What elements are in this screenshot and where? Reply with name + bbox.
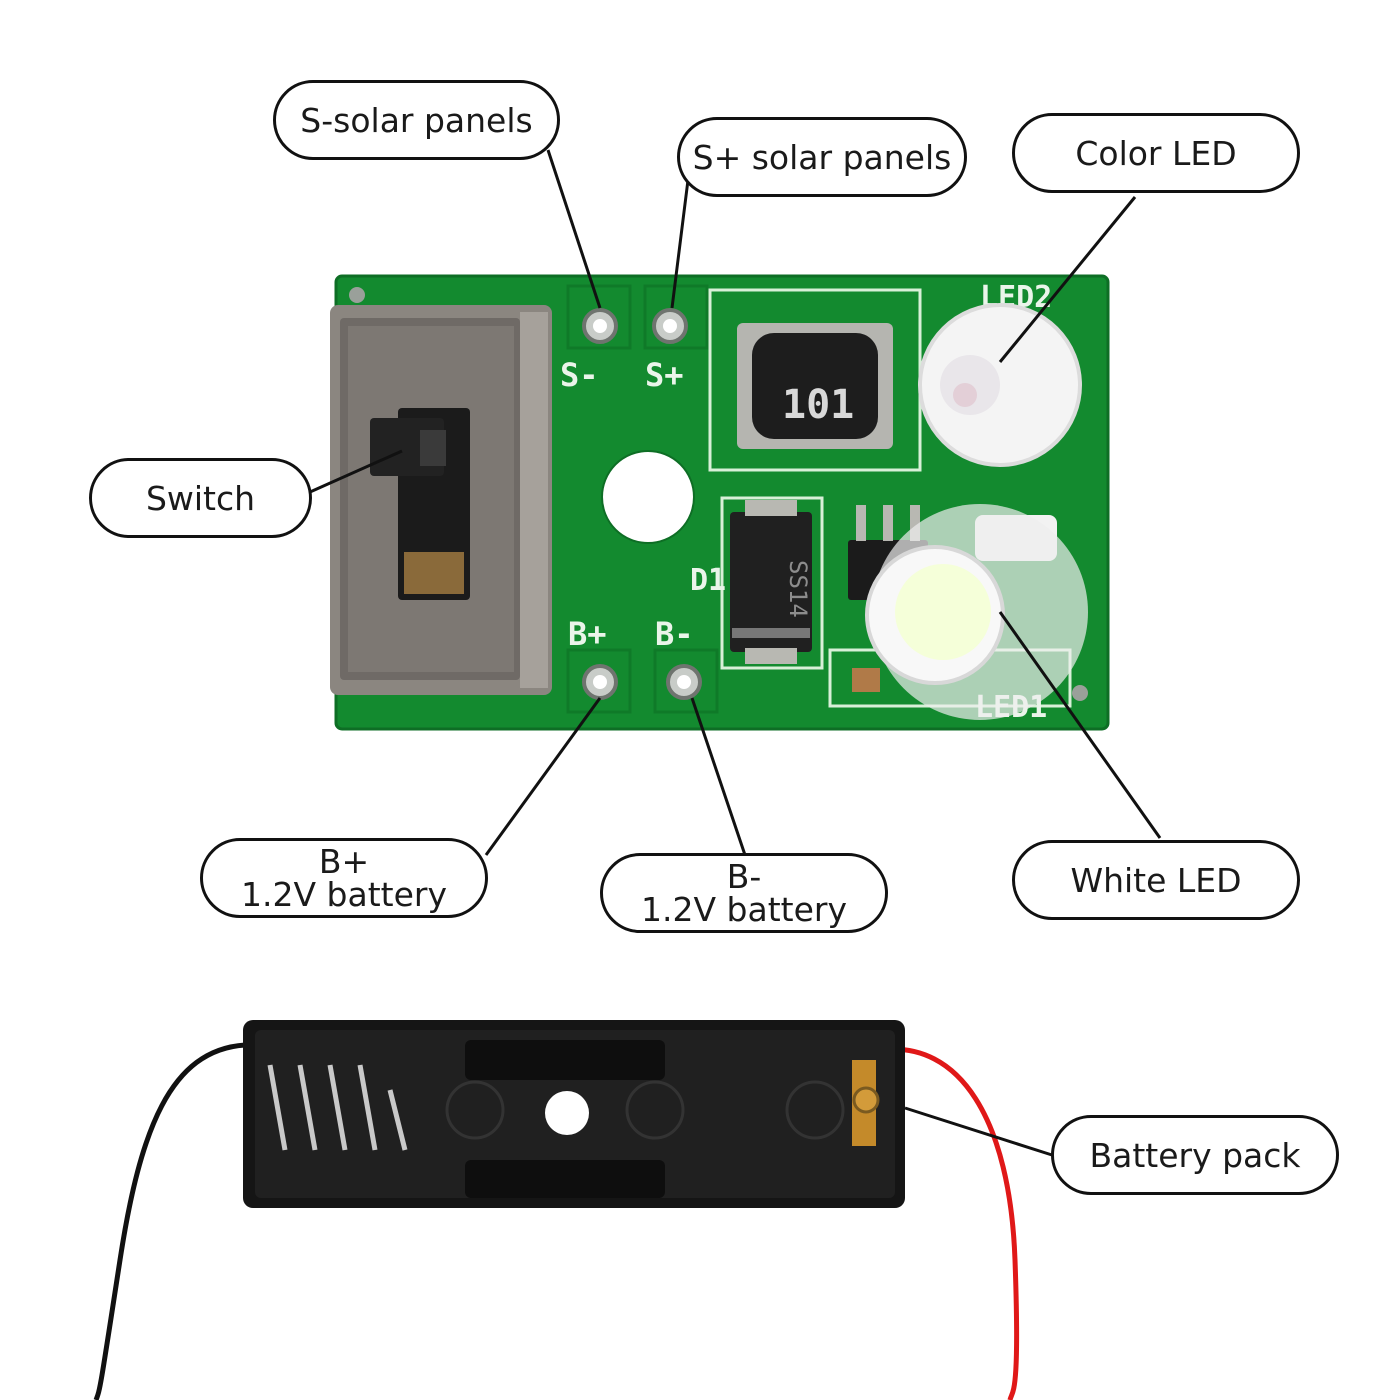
callout-switch-text: Switch (145, 478, 256, 518)
callout-s-plus-solar-panels: S+ solar panels (677, 117, 967, 197)
diode-marking: SS14 (784, 560, 812, 618)
silk-b-plus: B+ (568, 615, 607, 653)
callout-b-plus-battery: B+ 1.2V battery (200, 838, 488, 918)
callout-s-minus-text: S-solar panels (300, 100, 533, 140)
white-led (852, 504, 1088, 720)
callout-switch: Switch (89, 458, 312, 538)
silk-b-minus: B- (655, 615, 694, 653)
color-led (918, 303, 1082, 467)
inductor: 101 (737, 323, 893, 449)
callout-battery-pack: Battery pack (1051, 1115, 1339, 1195)
callout-b-minus-battery: B- 1.2V battery (600, 853, 888, 933)
slide-switch (330, 305, 552, 695)
silk-s-plus: S+ (645, 356, 684, 394)
callout-b-plus-line2: 1.2V battery (241, 875, 447, 914)
callout-color-led: Color LED (1012, 113, 1300, 193)
inductor-marking: 101 (782, 382, 854, 428)
callout-s-plus-text: S+ solar panels (692, 137, 952, 177)
solder-pads (582, 308, 702, 700)
callout-s-minus-solar-panels: S-solar panels (273, 80, 560, 160)
callout-color-led-text: Color LED (1075, 133, 1237, 173)
callout-b-minus-line2: 1.2V battery (641, 890, 847, 929)
battery-pack (93, 1020, 1020, 1400)
diode: SS14 (730, 500, 812, 664)
callout-b-plus-line1: B+ (318, 842, 370, 881)
callout-white-led-text: White LED (1070, 860, 1242, 900)
leader-lines (309, 149, 1162, 1157)
silk-s-minus: S- (560, 356, 599, 394)
callout-battery-pack-text: Battery pack (1089, 1135, 1301, 1175)
callout-b-minus-line1: B- (726, 857, 762, 896)
silk-d1: D1 (690, 563, 726, 598)
callout-white-led: White LED (1012, 840, 1300, 920)
